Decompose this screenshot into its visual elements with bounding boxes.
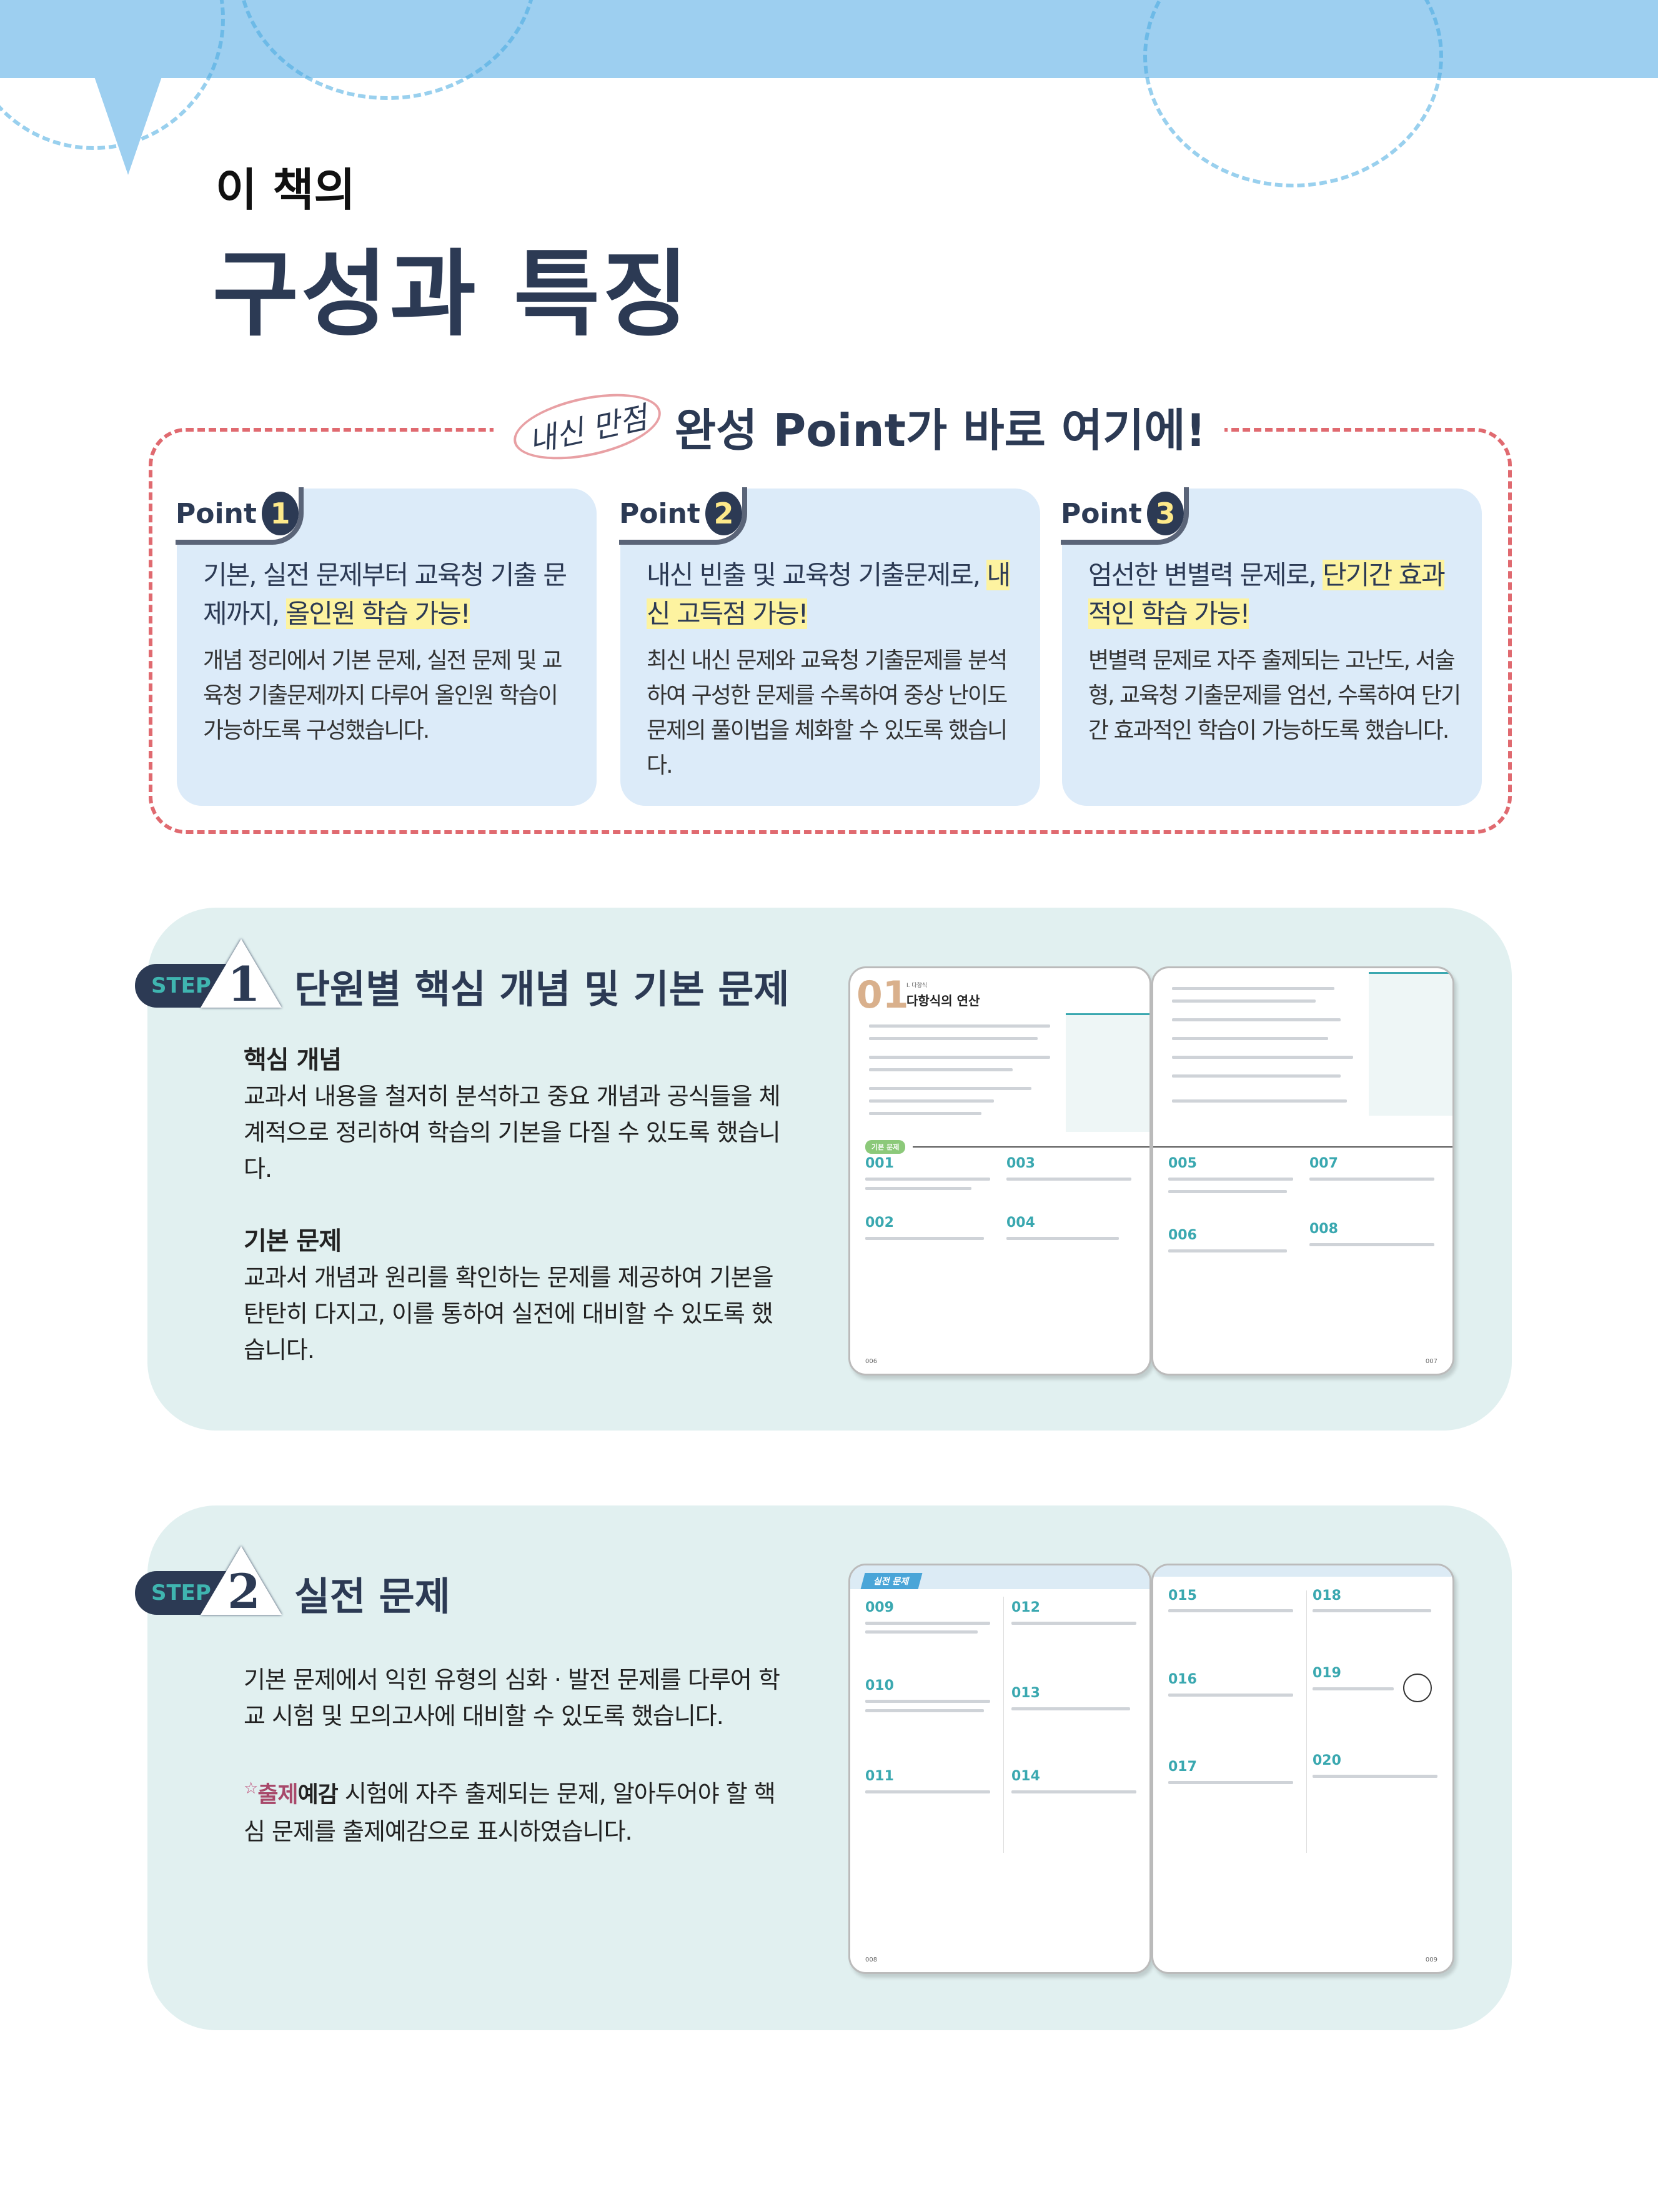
problem-number: 003 — [1006, 1156, 1035, 1171]
banner-notch — [94, 75, 162, 175]
section-body: 교과서 개념과 원리를 확인하는 문제를 제공하여 기본을 탄탄히 다지고, 이… — [244, 1264, 774, 1364]
problem-number: 016 — [1168, 1672, 1197, 1687]
badge-explanation: ☆출제예감 시험에 자주 출제되는 문제, 알아두어야 할 핵심 문제를 출제예… — [244, 1770, 781, 1850]
step-2-preview-spread: 실전 문제 009 010 011 012 013 014 008 015 01… — [848, 1564, 1454, 1974]
step-number: 1 — [227, 956, 261, 1012]
step-1-header: STEP 1 단원별 핵심 개념 및 기본 문제 — [135, 939, 790, 1014]
step-triangle: 2 — [201, 1546, 282, 1619]
chapter-label: I. 다항식 — [906, 983, 928, 989]
page-subtitle: 이 책의 — [216, 164, 355, 216]
badge-part-a: 출제 — [257, 1782, 298, 1808]
preview-page-left: 01 I. 다항식 다항식의 연산 기본 문제 001 002 003 004 … — [848, 966, 1151, 1376]
step-1-description: 핵심 개념 교과서 내용을 철저히 분석하고 중요 개념과 공식들을 체계적으로… — [244, 1042, 781, 1368]
page-number: 008 — [865, 1957, 878, 1963]
section-badge: 기본 문제 — [865, 1140, 906, 1154]
preview-page-right: 005 006 007 008 007 — [1151, 966, 1454, 1376]
heading-text: 기본, 실전 문제부터 교육청 기출 문제까지, — [203, 560, 567, 629]
step-1-preview-spread: 01 I. 다항식 다항식의 연산 기본 문제 001 002 003 004 … — [848, 966, 1454, 1376]
point-number-badge: 2 — [705, 492, 742, 535]
badge-description: 시험에 자주 출제되는 문제, 알아두어야 할 핵심 문제를 출제예감으로 표시… — [244, 1780, 776, 1845]
point-heading: 내신 빈출 및 교육청 기출문제로, 내신 고득점 가능! — [647, 556, 1023, 633]
problem-number: 018 — [1313, 1588, 1341, 1604]
problem-number: 001 — [865, 1156, 894, 1171]
step-body: 기본 문제에서 익힌 유형의 심화 · 발전 문제를 다루어 학교 시험 및 모… — [244, 1666, 780, 1730]
point-body: 개념 정리에서 기본 문제, 실전 문제 및 교육청 기출문제까지 다루어 올인… — [203, 648, 562, 743]
point-label: Point — [619, 497, 700, 530]
section-badge: 실전 문제 — [860, 1573, 923, 1589]
preview-page-right: 015 016 017 018 019 020 009 — [1151, 1564, 1454, 1974]
circle-diagram — [1403, 1674, 1432, 1702]
step-2-description: 기본 문제에서 익힌 유형의 심화 · 발전 문제를 다루어 학교 시험 및 모… — [244, 1662, 781, 1850]
point-label: Point — [176, 497, 257, 530]
preview-page-left: 실전 문제 009 010 011 012 013 014 008 — [848, 1564, 1151, 1974]
heading-text: 내신 빈출 및 교육청 기출문제로, — [647, 560, 987, 590]
step-number: 2 — [227, 1564, 261, 1619]
problem-number: 011 — [865, 1768, 894, 1784]
point-number-badge: 1 — [261, 492, 299, 535]
problem-number: 002 — [865, 1215, 894, 1231]
chapter-number: 01 — [856, 973, 909, 1017]
heading-highlight: 올인원 학습 가능! — [285, 598, 471, 629]
star-icon: ☆ — [244, 1779, 258, 1798]
problem-number: 005 — [1168, 1156, 1197, 1171]
page-number: 007 — [1425, 1358, 1437, 1365]
section-heading: 기본 문제 — [244, 1227, 342, 1256]
page-number: 006 — [865, 1358, 878, 1365]
problem-number: 004 — [1006, 1215, 1035, 1231]
problem-number: 015 — [1168, 1588, 1197, 1604]
check-sidebar — [1369, 972, 1452, 1116]
wave-pattern — [237, 0, 537, 100]
problem-number: 014 — [1011, 1768, 1040, 1784]
step-title: 단원별 핵심 개념 및 기본 문제 — [294, 966, 790, 1012]
problem-number: 017 — [1168, 1759, 1197, 1775]
problem-number: 012 — [1011, 1600, 1040, 1615]
section-body: 교과서 내용을 철저히 분석하고 중요 개념과 공식들을 체계적으로 정리하여 … — [244, 1083, 781, 1183]
page-number: 009 — [1425, 1957, 1437, 1963]
point-number-badge: 3 — [1146, 492, 1184, 535]
step-triangle: 1 — [201, 939, 282, 1012]
point-body: 최신 내신 문제와 교육청 기출문제를 분석하여 구성한 문제를 수록하여 중상… — [647, 648, 1008, 778]
problem-number: 020 — [1313, 1753, 1341, 1768]
wave-pattern — [1143, 0, 1443, 187]
chapter-title: 다항식의 연산 — [906, 993, 980, 1008]
points-heading: 완성 Point가 바로 여기에! — [674, 404, 1206, 457]
heading-text: 엄선한 변별력 문제로, — [1088, 560, 1323, 590]
badge-part-b: 예감 — [297, 1782, 339, 1808]
step-2-header: STEP 2 실전 문제 — [135, 1546, 450, 1621]
point-body: 변별력 문제로 자주 출제되는 고난도, 서술형, 교육청 기출문제를 엄선, … — [1088, 648, 1461, 743]
problem-number: 019 — [1313, 1665, 1341, 1681]
handwritten-label: 내신 만점 — [507, 382, 667, 471]
check-sidebar — [1066, 1013, 1149, 1132]
point-heading: 엄선한 변별력 문제로, 단기간 효과적인 학습 가능! — [1088, 556, 1464, 633]
page-title: 구성과 특징 — [212, 241, 692, 349]
step-title: 실전 문제 — [294, 1574, 450, 1619]
problem-number: 009 — [865, 1600, 894, 1615]
problem-number: 013 — [1011, 1685, 1040, 1701]
problem-number: 010 — [865, 1678, 894, 1694]
section-heading: 핵심 개념 — [244, 1046, 342, 1074]
points-box-title: 내신 만점 완성 Point가 바로 여기에! — [494, 382, 1225, 471]
problem-number: 008 — [1309, 1221, 1338, 1237]
point-label: Point — [1061, 497, 1142, 530]
problem-number: 006 — [1168, 1228, 1197, 1243]
point-heading: 기본, 실전 문제부터 교육청 기출 문제까지, 올인원 학습 가능! — [203, 556, 579, 633]
problem-number: 007 — [1309, 1156, 1338, 1171]
